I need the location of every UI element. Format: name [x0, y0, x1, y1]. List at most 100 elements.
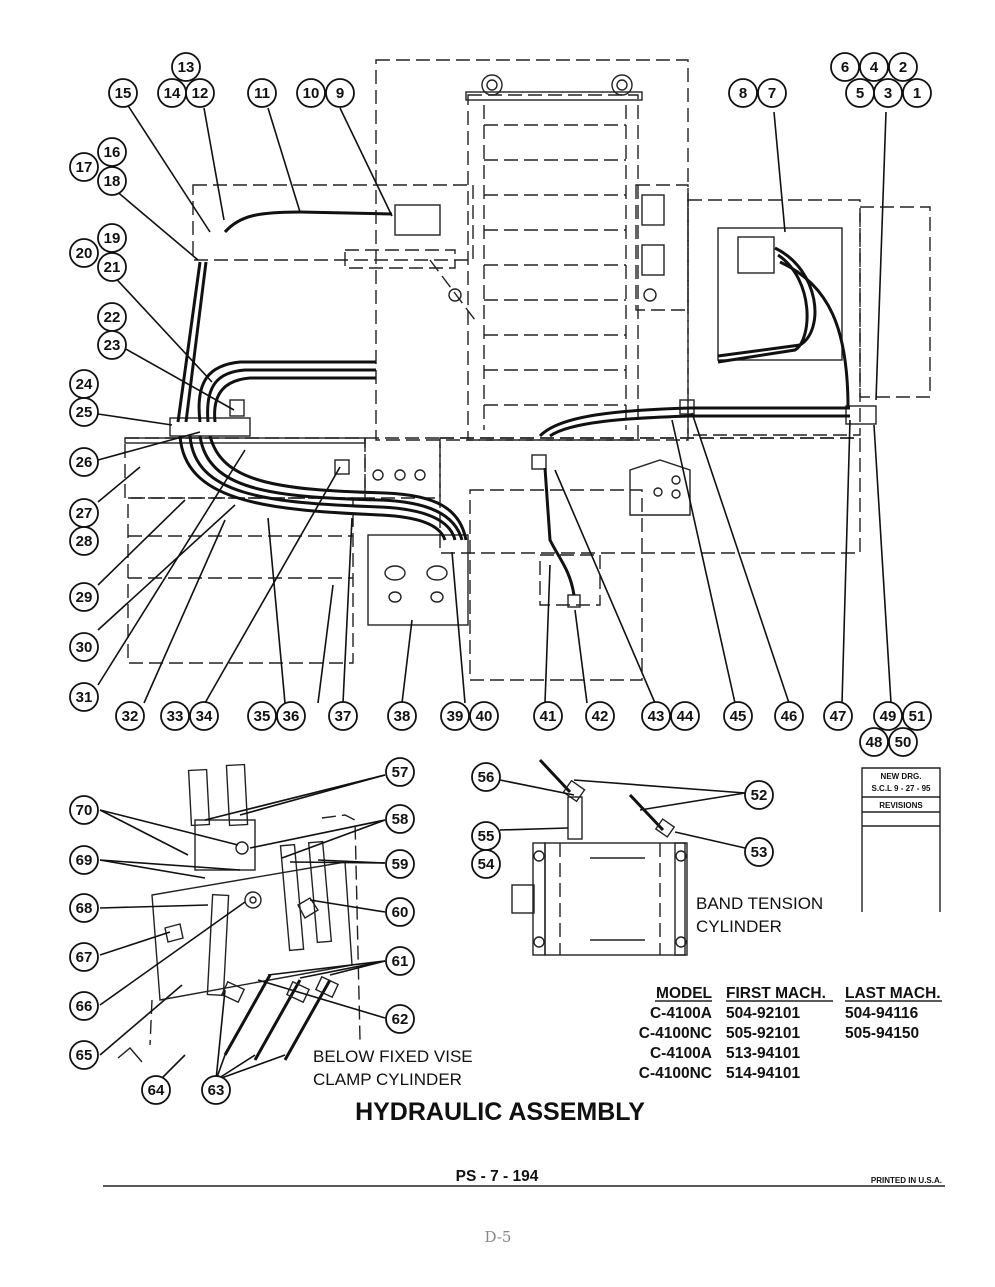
svg-text:35: 35 [254, 708, 271, 725]
clamp-cylinder-assembly [117, 763, 361, 1063]
callout-61: 61 [385, 946, 415, 976]
band-tension-label-line1: BAND TENSION [696, 894, 823, 913]
callout-56: 56 [471, 762, 501, 792]
callout-70: 70 [69, 795, 99, 825]
callout-bubbles: 13 15 14 12 11 10 9 8 7 6 4 2 5 3 1 16 1… [69, 52, 932, 1105]
svg-text:20: 20 [76, 245, 93, 262]
table-row-first: 514-94101 [726, 1065, 801, 1082]
callout-8: 8 [728, 78, 758, 108]
callout-45: 45 [723, 701, 753, 731]
svg-text:63: 63 [208, 1082, 225, 1099]
printed-in-usa: PRINTED IN U.S.A. [871, 1176, 942, 1185]
svg-text:55: 55 [478, 828, 495, 845]
svg-text:2: 2 [899, 59, 907, 76]
callout-10: 10 [296, 78, 326, 108]
svg-text:19: 19 [104, 230, 121, 247]
svg-text:7: 7 [768, 85, 776, 102]
svg-text:64: 64 [148, 1082, 165, 1099]
callout-55: 55 [471, 821, 501, 851]
table-row-first: 505-92101 [726, 1025, 801, 1042]
callout-22: 22 [97, 302, 127, 332]
svg-text:60: 60 [392, 904, 409, 921]
below-vise-label-line1: BELOW FIXED VISE [313, 1047, 473, 1066]
callout-68: 68 [69, 893, 99, 923]
callout-64: 64 [141, 1075, 171, 1105]
callout-40: 40 [469, 701, 499, 731]
machine-frame-outline [124, 59, 931, 681]
svg-text:38: 38 [394, 708, 411, 725]
svg-text:13: 13 [178, 59, 195, 76]
revision-date: S.C.L 9 - 27 - 95 [872, 784, 932, 793]
callout-51: 51 [902, 701, 932, 731]
svg-text:26: 26 [76, 454, 93, 471]
svg-text:16: 16 [104, 144, 121, 161]
callout-21: 21 [97, 252, 127, 282]
svg-text:1: 1 [913, 85, 921, 102]
table-row-last: 505-94150 [845, 1025, 919, 1042]
svg-text:14: 14 [164, 85, 181, 102]
svg-text:39: 39 [447, 708, 464, 725]
svg-text:69: 69 [76, 852, 93, 869]
callout-47: 47 [823, 701, 853, 731]
svg-text:58: 58 [392, 811, 409, 828]
callout-43: 43 [641, 701, 671, 731]
svg-text:56: 56 [478, 769, 495, 786]
svg-text:30: 30 [76, 639, 93, 656]
callout-35: 35 [247, 701, 277, 731]
svg-text:25: 25 [76, 404, 93, 421]
svg-text:23: 23 [104, 337, 121, 354]
svg-text:5: 5 [856, 85, 864, 102]
svg-text:10: 10 [303, 85, 320, 102]
callout-28: 28 [69, 526, 99, 556]
callout-49: 49 [873, 701, 903, 731]
callout-9: 9 [325, 78, 355, 108]
leader-lines-top [97, 103, 892, 704]
band-tension-label-line2: CYLINDER [696, 917, 782, 936]
callout-53: 53 [744, 837, 774, 867]
callout-31: 31 [69, 682, 99, 712]
callout-27: 27 [69, 498, 99, 528]
callout-7: 7 [757, 78, 787, 108]
svg-text:4: 4 [870, 59, 879, 76]
svg-text:21: 21 [104, 259, 121, 276]
svg-text:47: 47 [830, 708, 847, 725]
table-row-model: C-4100A [650, 1045, 712, 1062]
svg-text:32: 32 [122, 708, 139, 725]
callout-69: 69 [69, 845, 99, 875]
page-title: HYDRAULIC ASSEMBLY [355, 1098, 645, 1126]
callout-26: 26 [69, 447, 99, 477]
svg-text:28: 28 [76, 533, 93, 550]
callout-38: 38 [387, 701, 417, 731]
model-table: MODEL FIRST MACH. LAST MACH. C-4100A 504… [639, 985, 942, 1082]
svg-text:57: 57 [392, 764, 409, 781]
leader-lines-clamp [99, 774, 386, 1081]
table-row-model: C-4100A [650, 1005, 712, 1022]
callout-5: 5 [845, 78, 875, 108]
revision-box: NEW DRG. S.C.L 9 - 27 - 95 REVISIONS [861, 767, 941, 912]
table-row-model: C-4100NC [639, 1025, 712, 1042]
svg-text:45: 45 [730, 708, 747, 725]
last-mach-header: LAST MACH. [845, 985, 941, 1002]
callout-23: 23 [97, 330, 127, 360]
callout-60: 60 [385, 897, 415, 927]
callout-12: 12 [185, 78, 215, 108]
callout-52: 52 [744, 780, 774, 810]
svg-text:22: 22 [104, 309, 121, 326]
svg-text:24: 24 [76, 376, 93, 393]
callout-58: 58 [385, 804, 415, 834]
callout-13: 13 [171, 52, 201, 82]
svg-text:27: 27 [76, 505, 93, 522]
callout-29: 29 [69, 582, 99, 612]
svg-text:41: 41 [540, 708, 557, 725]
callout-20: 20 [69, 238, 99, 268]
svg-text:11: 11 [254, 85, 270, 102]
svg-text:12: 12 [192, 85, 209, 102]
callout-11: 11 [247, 78, 277, 108]
svg-text:67: 67 [76, 949, 93, 966]
svg-text:66: 66 [76, 998, 93, 1015]
callout-18: 18 [97, 166, 127, 196]
svg-text:68: 68 [76, 900, 93, 917]
svg-text:15: 15 [115, 85, 132, 102]
revision-label: REVISIONS [879, 801, 923, 810]
